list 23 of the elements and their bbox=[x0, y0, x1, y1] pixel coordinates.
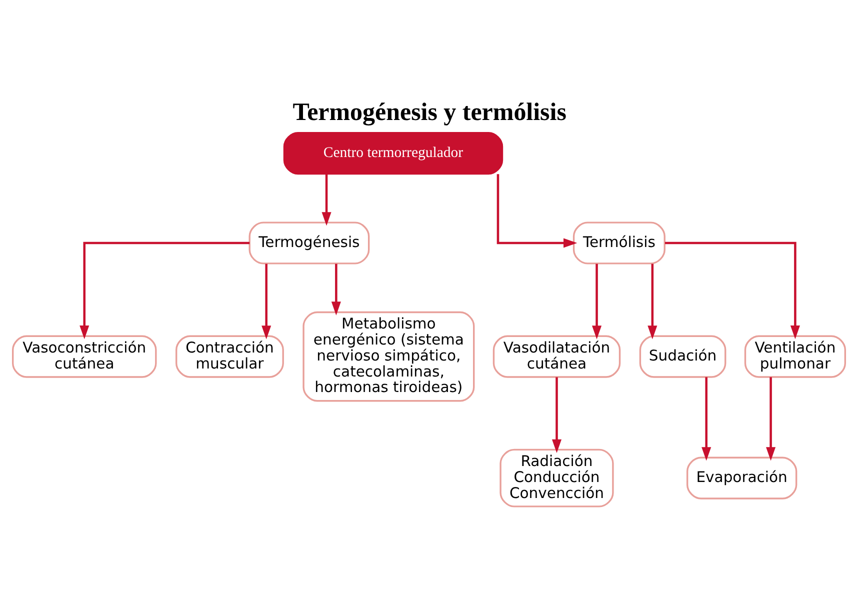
node-box: Vasodilatación cutánea bbox=[492, 335, 621, 378]
arrow bbox=[702, 377, 712, 461]
node-box: Evaporación bbox=[686, 456, 798, 500]
node-box: Termólisis bbox=[572, 222, 666, 264]
arrow bbox=[664, 242, 800, 340]
arrow bbox=[552, 377, 562, 454]
node-box: Metabolismo energénico (sistema nervioso simpático, catecolaminas, hormonas tiroideas) bbox=[302, 311, 475, 402]
node-box: Ventilación pulmonar bbox=[744, 335, 846, 378]
arrow bbox=[496, 174, 578, 248]
arrow bbox=[80, 242, 250, 340]
node-box: Sudación bbox=[639, 335, 726, 378]
diagram-title: Termogénesis y termólisis bbox=[292, 98, 566, 126]
node-box: Radiación Conducción Convencción bbox=[500, 448, 614, 508]
node-box: Centro termorregulador bbox=[283, 132, 504, 175]
arrow bbox=[648, 264, 658, 340]
arrow bbox=[592, 264, 602, 340]
arrow bbox=[262, 264, 272, 340]
node-box: Vasoconstricción cutánea bbox=[12, 335, 157, 378]
node-box: Termogénesis bbox=[248, 222, 370, 264]
arrow bbox=[766, 377, 776, 461]
arrow bbox=[322, 174, 332, 226]
arrow bbox=[331, 264, 341, 316]
node-box: Contracción muscular bbox=[176, 335, 284, 378]
